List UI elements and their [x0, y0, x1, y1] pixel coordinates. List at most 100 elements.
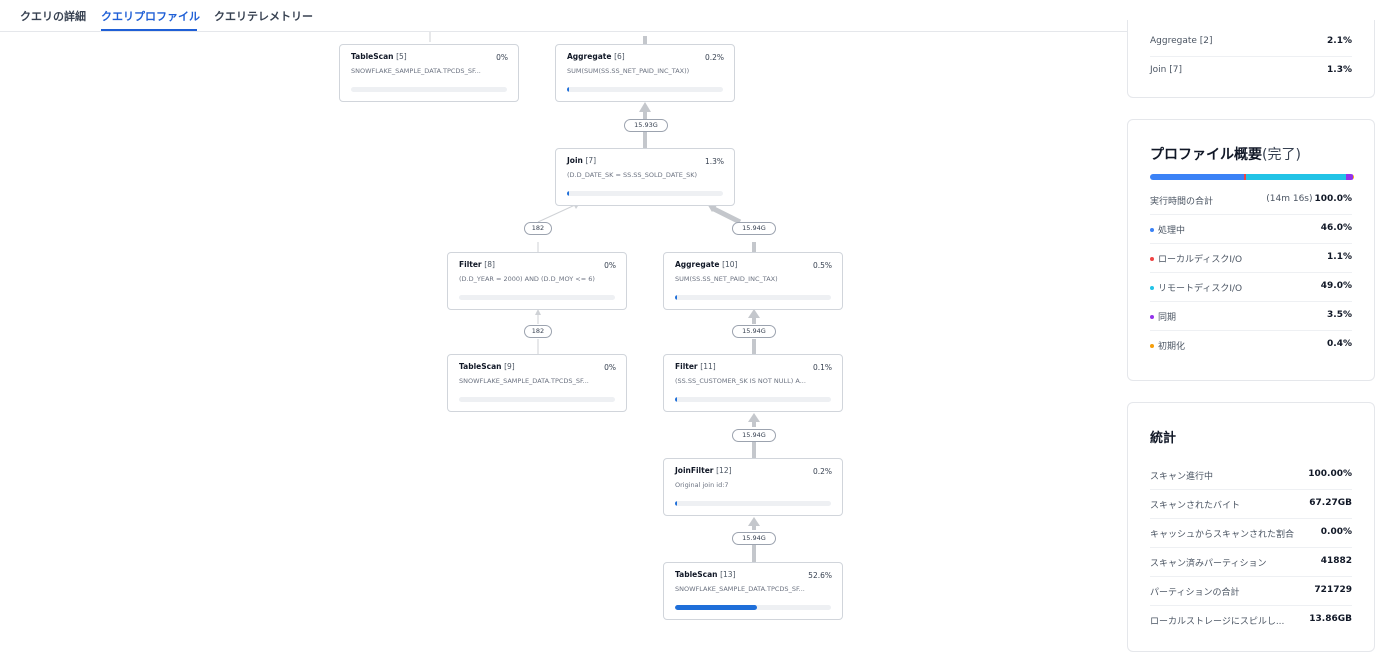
- node-progress-bar: [459, 397, 615, 402]
- expensive-node-value: 1.3%: [1327, 65, 1352, 75]
- node-name: TableScan: [675, 570, 718, 579]
- graph-edges: [429, 32, 760, 562]
- total-execution-row: 実行時間の合計 (14m 16s)100.0%: [1150, 186, 1352, 215]
- total-execution-label: 実行時間の合計: [1150, 197, 1214, 207]
- stat-value: 13.86GB: [1309, 614, 1352, 624]
- execution-bar-segment: [1243, 174, 1247, 180]
- edge-label-rows: 15.94G: [732, 532, 776, 545]
- node-description: SUM(SUM(SS.SS_NET_PAID_INC_TAX)): [567, 67, 690, 75]
- operator-graph[interactable]: TableScan [5] 0% SNOWFLAKE_SAMPLE_DATA.T…: [0, 32, 1110, 660]
- node-description: SNOWFLAKE_SAMPLE_DATA.TPCDS_SF...: [675, 585, 805, 593]
- operator-node-tablescan-5[interactable]: TableScan [5] 0% SNOWFLAKE_SAMPLE_DATA.T…: [339, 44, 519, 102]
- operator-node-aggregate-6[interactable]: Aggregate [6] 0.2% SUM(SUM(SS.SS_NET_PAI…: [555, 44, 735, 102]
- operator-node-tablescan-9[interactable]: TableScan [9] 0% SNOWFLAKE_SAMPLE_DATA.T…: [447, 354, 627, 412]
- node-description: (D.D_YEAR = 2000) AND (D.D_MOY <= 6): [459, 275, 595, 283]
- legend-dot: [1150, 256, 1154, 261]
- operator-node-filter-8[interactable]: Filter [8] 0% (D.D_YEAR = 2000) AND (D.D…: [447, 252, 627, 310]
- edge-label-rows: 15.94G: [732, 325, 776, 338]
- stat-value: 721729: [1314, 585, 1352, 595]
- stat-value: 100.00%: [1308, 469, 1352, 479]
- operator-node-joinfilter-12[interactable]: JoinFilter [12] 0.2% Original join id:7: [663, 458, 843, 516]
- breakdown-row-local-disk-io: ローカルディスクI/O 1.1%: [1150, 244, 1352, 273]
- node-description: SNOWFLAKE_SAMPLE_DATA.TPCDS_SF...: [351, 67, 481, 75]
- edge-label-rows: 15.94G: [732, 222, 776, 235]
- arrow-aggregate10: [748, 309, 760, 318]
- node-id: [5]: [396, 52, 407, 61]
- execution-bar-segment: [1353, 174, 1354, 180]
- node-description: (D.D_DATE_SK = SS.SS_SOLD_DATE_SK): [567, 171, 698, 179]
- node-id: [7]: [585, 156, 597, 165]
- breakdown-value: 46.0%: [1320, 223, 1352, 233]
- breakdown-label: 同期: [1158, 313, 1177, 323]
- operator-node-filter-11[interactable]: Filter [11] 0.1% (SS.SS_CUSTOMER_SK IS N…: [663, 354, 843, 412]
- stat-label: キャッシュからスキャンされた割合: [1150, 530, 1295, 540]
- node-percent: 0.1%: [812, 363, 832, 372]
- node-id: [9]: [504, 362, 515, 371]
- node-progress-fill: [675, 295, 677, 300]
- total-execution-value: 100.0%: [1314, 194, 1353, 204]
- stat-row: ローカルストレージにスピルし... 13.86GB: [1150, 606, 1352, 635]
- node-name: Join: [567, 156, 583, 165]
- breakdown-label: 処理中: [1158, 226, 1186, 236]
- node-progress-bar: [351, 87, 507, 92]
- breakdown-value: 0.4%: [1327, 339, 1352, 349]
- stat-value: 67.27GB: [1309, 498, 1352, 508]
- total-execution-time: (14m 16s): [1266, 194, 1313, 204]
- stat-label: スキャンされたバイト: [1150, 501, 1241, 511]
- node-description: SNOWFLAKE_SAMPLE_DATA.TPCDS_SF...: [459, 377, 589, 385]
- node-progress-bar: [675, 295, 831, 300]
- stat-label: スキャン済みパーティション: [1150, 559, 1267, 569]
- edge-filter8-join7-b: [537, 204, 576, 223]
- node-description: (SS.SS_CUSTOMER_SK IS NOT NULL) A...: [675, 377, 806, 385]
- node-percent: 0%: [604, 261, 616, 270]
- expensive-node-value: 2.1%: [1327, 36, 1352, 46]
- most-expensive-nodes-panel: Aggregate [2] 2.1% Join [7] 1.3%: [1127, 20, 1375, 98]
- node-name: Aggregate: [567, 52, 612, 61]
- node-progress-fill: [567, 191, 570, 196]
- node-title: TableScan [13]: [675, 570, 831, 579]
- breakdown-row-synchronization: 同期 3.5%: [1150, 302, 1352, 331]
- stat-row: パーティションの合計 721729: [1150, 577, 1352, 606]
- legend-dot: [1150, 343, 1154, 348]
- breakdown-value: 49.0%: [1320, 281, 1352, 291]
- node-progress-bar: [459, 295, 615, 300]
- tab-query-telemetry[interactable]: クエリテレメトリー: [214, 10, 313, 23]
- execution-time-bar: [1150, 174, 1354, 180]
- breakdown-label: 初期化: [1158, 342, 1186, 352]
- node-percent: 0.5%: [812, 261, 832, 270]
- breakdown-row-processing: 処理中 46.0%: [1150, 215, 1352, 244]
- expensive-node-row[interactable]: Join [7] 1.3%: [1150, 57, 1352, 86]
- breakdown-label: ローカルディスクI/O: [1158, 255, 1243, 265]
- legend-dot: [1150, 314, 1154, 319]
- node-id: [12]: [716, 466, 732, 475]
- operator-node-join-7[interactable]: Join [7] 1.3% (D.D_DATE_SK = SS.SS_SOLD_…: [555, 148, 735, 206]
- operator-node-aggregate-10[interactable]: Aggregate [10] 0.5% SUM(SS.SS_NET_PAID_I…: [663, 252, 843, 310]
- profile-overview-title: プロファイル概要(完了): [1150, 144, 1301, 164]
- tab-query-details[interactable]: クエリの詳細: [20, 10, 86, 23]
- node-title: JoinFilter [12]: [675, 466, 831, 475]
- active-tab-indicator: [101, 29, 197, 31]
- arrow-filter11: [748, 413, 760, 422]
- breakdown-value: 1.1%: [1327, 252, 1352, 262]
- edge-label-rows: 15.94G: [732, 429, 776, 442]
- tab-query-profile[interactable]: クエリプロファイル: [101, 10, 200, 23]
- node-progress-fill: [567, 87, 569, 92]
- expensive-node-row[interactable]: Aggregate [2] 2.1%: [1150, 28, 1352, 57]
- node-description: SUM(SS.SS_NET_PAID_INC_TAX): [675, 275, 778, 283]
- operator-node-tablescan-13[interactable]: TableScan [13] 52.6% SNOWFLAKE_SAMPLE_DA…: [663, 562, 843, 620]
- execution-bar-segment: [1150, 174, 1244, 180]
- node-title: Aggregate [6]: [567, 52, 723, 61]
- edge-label-rows: 182: [524, 222, 552, 235]
- execution-bar-segment: [1246, 174, 1347, 180]
- stat-label: スキャン進行中: [1150, 472, 1214, 482]
- node-percent: 0%: [496, 53, 508, 62]
- profile-title-text: プロファイル概要: [1150, 147, 1262, 163]
- breakdown-row-initialization: 初期化 0.4%: [1150, 331, 1352, 360]
- node-progress-fill: [675, 397, 677, 402]
- node-percent: 0.2%: [704, 53, 724, 62]
- breakdown-label: リモートディスクI/O: [1158, 284, 1243, 294]
- node-title: Aggregate [10]: [675, 260, 831, 269]
- node-id: [11]: [700, 362, 716, 371]
- stat-row: スキャン済みパーティション 41882: [1150, 548, 1352, 577]
- node-name: TableScan: [351, 52, 394, 61]
